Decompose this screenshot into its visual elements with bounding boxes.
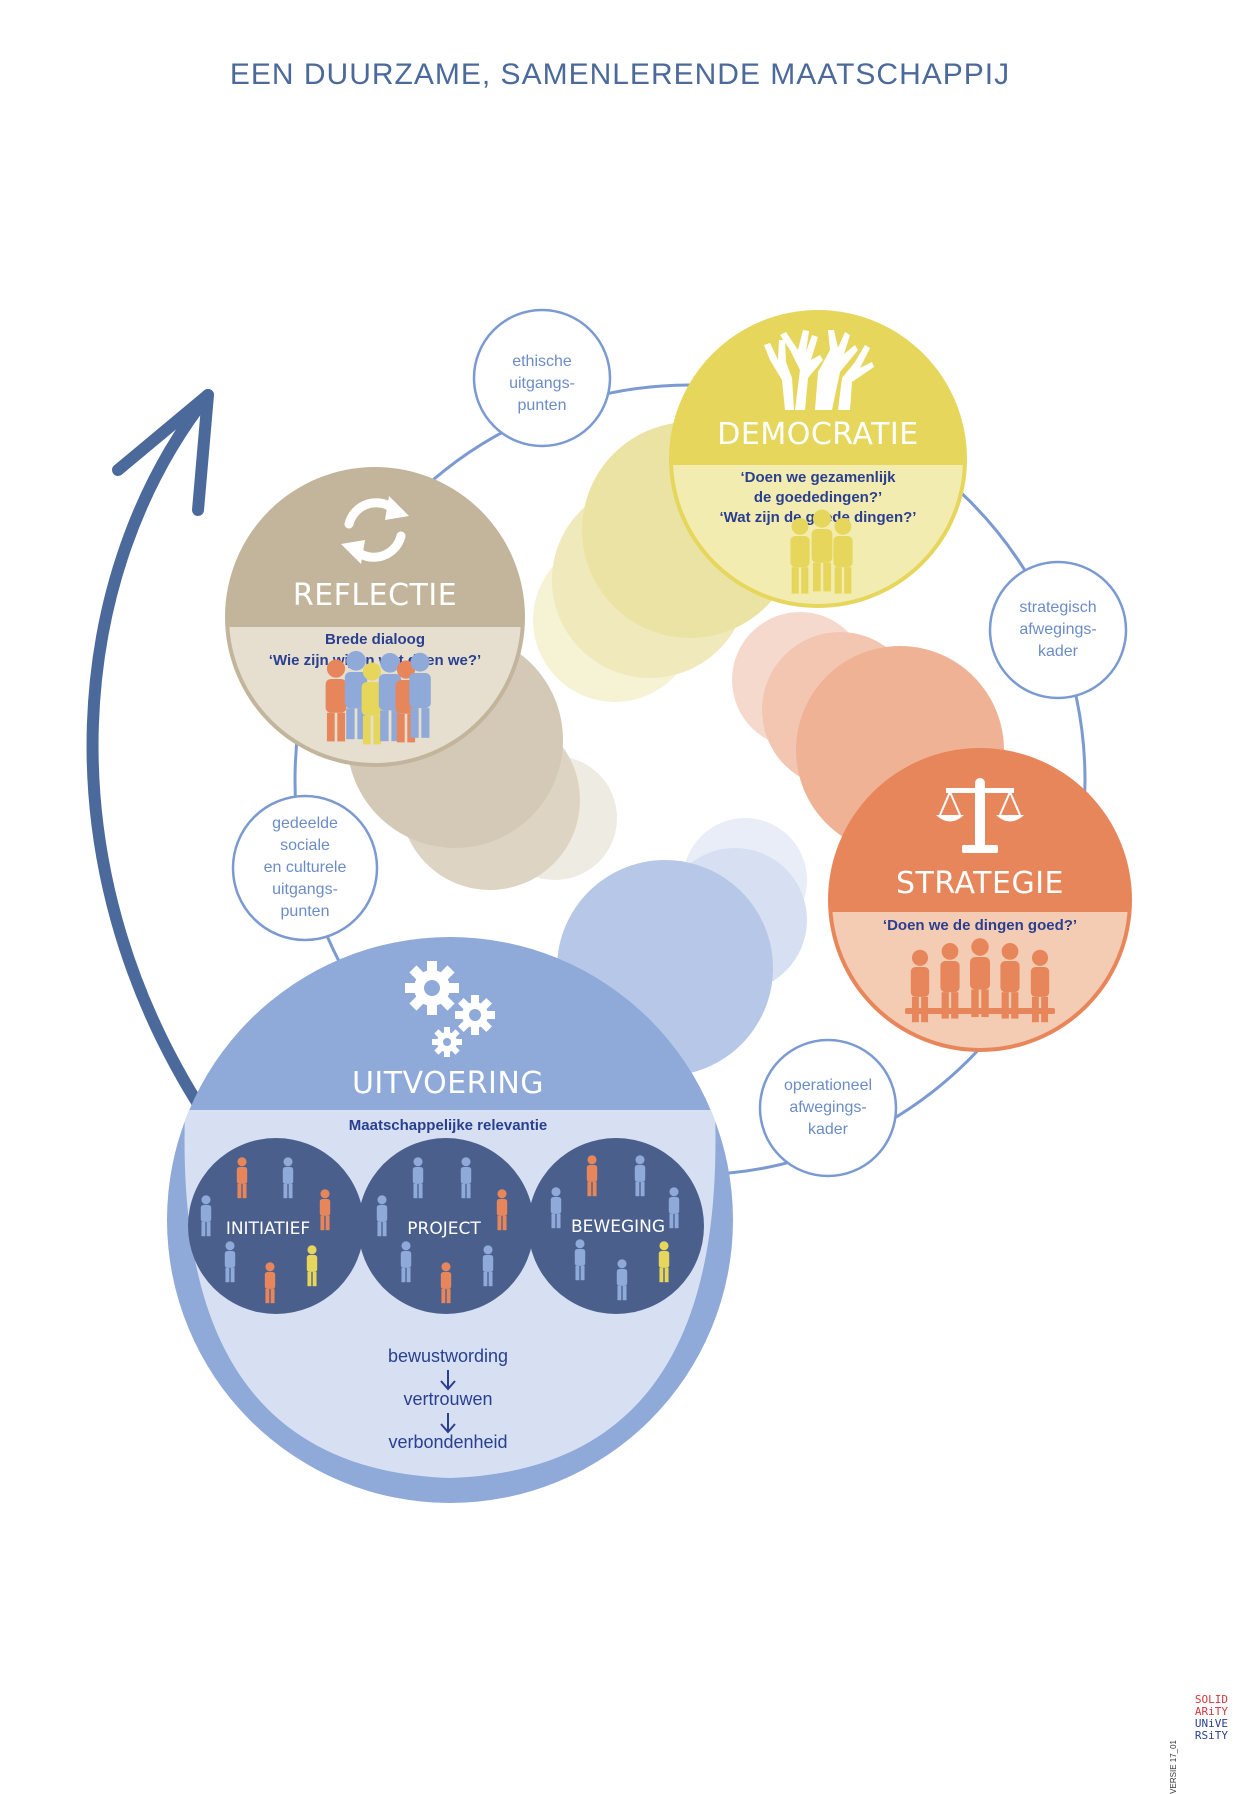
scales-icon bbox=[936, 778, 1024, 853]
chain-step: vertrouwen bbox=[403, 1389, 492, 1409]
meeting-table-icon bbox=[905, 938, 1055, 1023]
democratie-heading: DEMOCRATIE bbox=[717, 417, 918, 452]
group-project: PROJECT bbox=[358, 1138, 534, 1314]
svg-text:sociale: sociale bbox=[280, 837, 330, 854]
uitvoering-circle: UITVOERING Maatschappelijke relevantie I… bbox=[167, 937, 733, 1503]
svg-text:punten: punten bbox=[518, 397, 567, 414]
svg-text:‘Doen we gezamenlijk: ‘Doen we gezamenlijk bbox=[740, 469, 896, 486]
down-arrow-icon bbox=[440, 1370, 456, 1391]
svg-text:BEWEGING: BEWEGING bbox=[571, 1217, 665, 1237]
raised-hands-icon bbox=[764, 330, 874, 410]
group-initiatief: INITIATIEF bbox=[188, 1138, 364, 1314]
node-gedeelde-uitgangspunten: gedeelde sociale en culturele uitgangs- … bbox=[231, 794, 379, 942]
gears-icon bbox=[405, 961, 495, 1057]
strategie-circle: STRATEGIE ‘Doen we de dingen goed?’ bbox=[828, 748, 1132, 1052]
reflectie-heading: REFLECTIE bbox=[293, 578, 457, 613]
svg-text:de goededingen?’: de goededingen?’ bbox=[754, 489, 882, 506]
svg-text:kader: kader bbox=[808, 1121, 849, 1138]
svg-text:operationeel: operationeel bbox=[784, 1077, 872, 1094]
svg-text:afwegings-: afwegings- bbox=[789, 1099, 866, 1116]
refresh-icon bbox=[341, 496, 409, 564]
svg-text:uitgangs-: uitgangs- bbox=[509, 375, 575, 392]
svg-text:strategisch: strategisch bbox=[1019, 599, 1096, 616]
chain-step: bewustwording bbox=[388, 1346, 508, 1366]
node-strategisch-afwegingskader: strategisch afwegings- kader bbox=[988, 560, 1128, 700]
growth-arrow bbox=[86, 389, 214, 1121]
chain-step: verbondenheid bbox=[388, 1432, 507, 1452]
svg-text:INITIATIEF: INITIATIEF bbox=[226, 1219, 310, 1239]
arrow-head bbox=[112, 389, 214, 516]
svg-text:uitgangs-: uitgangs- bbox=[272, 881, 338, 898]
diagram: ethische uitgangs- punten strategisch af… bbox=[86, 308, 1132, 1503]
group-beweging: BEWEGING bbox=[528, 1138, 704, 1314]
version-label: VERSIE 17_01 bbox=[1169, 1740, 1178, 1794]
uitvoering-heading: UITVOERING bbox=[352, 1066, 544, 1101]
node-ethische-uitgangspunten: ethische uitgangs- punten bbox=[472, 308, 612, 448]
svg-text:‘Doen we de dingen goed?’: ‘Doen we de dingen goed?’ bbox=[883, 917, 1077, 934]
svg-text:ethische: ethische bbox=[512, 353, 572, 370]
people-group-icon bbox=[325, 651, 431, 745]
node-operationeel-afwegingskader: operationeel afwegings- kader bbox=[758, 1038, 898, 1178]
reflectie-circle: REFLECTIE Brede dialoog ‘Wie zijn wij en… bbox=[225, 467, 525, 767]
svg-text:en culturele: en culturele bbox=[264, 859, 347, 876]
down-arrow-icon bbox=[440, 1413, 456, 1434]
svg-text:gedeelde: gedeelde bbox=[272, 815, 338, 832]
svg-text:punten: punten bbox=[281, 903, 330, 920]
uitvoering-subtitle: Maatschappelijke relevantie bbox=[349, 1117, 547, 1134]
strategie-heading: STRATEGIE bbox=[896, 866, 1064, 901]
svg-text:Brede dialoog: Brede dialoog bbox=[325, 631, 425, 648]
svg-text:afwegings-: afwegings- bbox=[1019, 621, 1096, 638]
page-title: EEN DUURZAME, SAMENLERENDE MAATSCHAPPIJ bbox=[229, 58, 1011, 91]
svg-text:PROJECT: PROJECT bbox=[407, 1219, 481, 1239]
solidarity-university-logo: SOLID ARiTY UNiVE RSiTY bbox=[1194, 1693, 1228, 1742]
svg-text:kader: kader bbox=[1038, 643, 1079, 660]
